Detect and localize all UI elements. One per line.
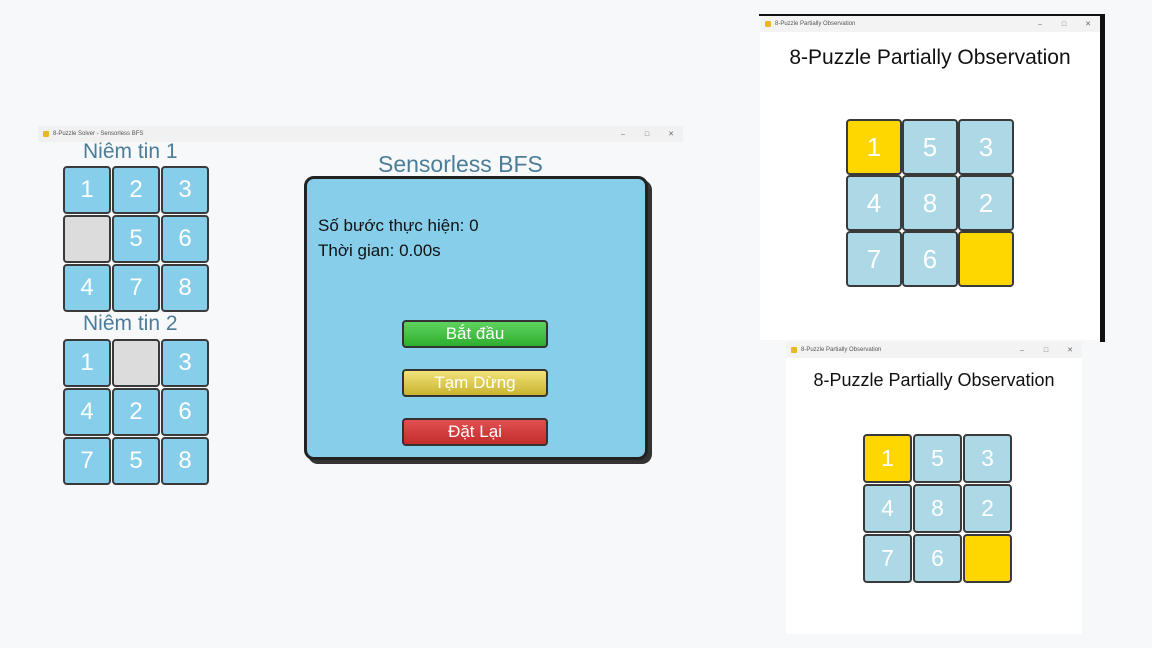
puzzle-tile: 5 bbox=[112, 437, 160, 485]
reset-button[interactable]: Đặt Lại bbox=[402, 418, 548, 446]
puzzle-tile: 2 bbox=[112, 166, 160, 214]
puzzle-tile: 5 bbox=[902, 119, 958, 175]
puzzle-tile: 4 bbox=[63, 264, 111, 312]
belief1-label: Niêm tin 1 bbox=[83, 140, 178, 163]
puzzle-tile-empty bbox=[63, 215, 111, 263]
puzzle-tile: 6 bbox=[161, 388, 209, 436]
close-button[interactable]: ✕ bbox=[668, 131, 674, 138]
window-title: 8-Puzzle Partially Observation bbox=[801, 347, 882, 353]
maximize-button[interactable]: □ bbox=[1061, 20, 1067, 28]
minimize-button[interactable]: – bbox=[1020, 346, 1024, 354]
sensorless-window: 8-Puzzle Solver - Sensorless BFS – □ ✕ N… bbox=[38, 126, 683, 496]
puzzle-tile: 2 bbox=[963, 484, 1012, 533]
puzzle-tile: 8 bbox=[902, 175, 958, 231]
puzzle-tile: 1 bbox=[63, 166, 111, 214]
po-window-top: 8-Puzzle Partially Observation – □ ✕ 8-P… bbox=[760, 16, 1100, 340]
window-shadow-edge bbox=[1100, 14, 1105, 342]
puzzle-tile: 3 bbox=[161, 339, 209, 387]
app-icon bbox=[43, 131, 49, 137]
belief2-label: Niêm tin 2 bbox=[83, 312, 178, 335]
pause-button[interactable]: Tạm Dừng bbox=[402, 369, 548, 397]
puzzle-tile: 7 bbox=[112, 264, 160, 312]
po-window-bottom: 8-Puzzle Partially Observation – □ ✕ 8-P… bbox=[786, 342, 1082, 634]
puzzle-tile: 8 bbox=[913, 484, 962, 533]
puzzle-tile: 8 bbox=[161, 437, 209, 485]
elapsed-time: Thời gian: 0.00s bbox=[318, 241, 441, 260]
puzzle-tile: 4 bbox=[846, 175, 902, 231]
puzzle-tile: 2 bbox=[958, 175, 1014, 231]
puzzle-tile-empty bbox=[958, 231, 1014, 287]
minimize-button[interactable]: – bbox=[621, 130, 625, 138]
po-top-titlebar: 8-Puzzle Partially Observation – □ ✕ bbox=[760, 16, 1100, 32]
puzzle-tile-empty bbox=[112, 339, 160, 387]
puzzle-tile: 2 bbox=[112, 388, 160, 436]
puzzle-tile: 1 bbox=[63, 339, 111, 387]
close-button[interactable]: ✕ bbox=[1085, 21, 1091, 28]
puzzle-tile: 8 bbox=[161, 264, 209, 312]
puzzle-tile-empty bbox=[963, 534, 1012, 583]
close-button[interactable]: ✕ bbox=[1067, 347, 1073, 354]
puzzle-tile: 7 bbox=[863, 534, 912, 583]
po-bottom-titlebar: 8-Puzzle Partially Observation – □ ✕ bbox=[786, 342, 1082, 358]
puzzle-tile: 6 bbox=[902, 231, 958, 287]
app-icon bbox=[765, 21, 771, 27]
start-button[interactable]: Bắt đầu bbox=[402, 320, 548, 348]
window-title: 8-Puzzle Solver - Sensorless BFS bbox=[53, 131, 144, 137]
minimize-button[interactable]: – bbox=[1038, 20, 1042, 28]
puzzle-tile: 6 bbox=[913, 534, 962, 583]
control-panel bbox=[304, 176, 648, 460]
sensorless-titlebar: 8-Puzzle Solver - Sensorless BFS – □ ✕ bbox=[38, 126, 683, 142]
po-top-heading: 8-Puzzle Partially Observation bbox=[789, 46, 1071, 69]
maximize-button[interactable]: □ bbox=[1043, 346, 1049, 354]
window-title: 8-Puzzle Partially Observation bbox=[775, 21, 856, 27]
puzzle-tile: 5 bbox=[913, 434, 962, 483]
puzzle-tile: 4 bbox=[863, 484, 912, 533]
window-shadow-edge bbox=[759, 14, 1103, 16]
app-icon bbox=[791, 347, 797, 353]
puzzle-tile: 7 bbox=[63, 437, 111, 485]
puzzle-tile: 1 bbox=[863, 434, 912, 483]
algorithm-heading: Sensorless BFS bbox=[378, 151, 543, 177]
puzzle-tile: 4 bbox=[63, 388, 111, 436]
maximize-button[interactable]: □ bbox=[644, 130, 650, 138]
puzzle-tile: 1 bbox=[846, 119, 902, 175]
po-bottom-heading: 8-Puzzle Partially Observation bbox=[813, 370, 1055, 390]
steps-count: Số bước thực hiện: 0 bbox=[318, 216, 479, 235]
puzzle-tile: 5 bbox=[112, 215, 160, 263]
puzzle-tile: 6 bbox=[161, 215, 209, 263]
puzzle-tile: 3 bbox=[963, 434, 1012, 483]
puzzle-tile: 3 bbox=[958, 119, 1014, 175]
puzzle-tile: 3 bbox=[161, 166, 209, 214]
puzzle-tile: 7 bbox=[846, 231, 902, 287]
